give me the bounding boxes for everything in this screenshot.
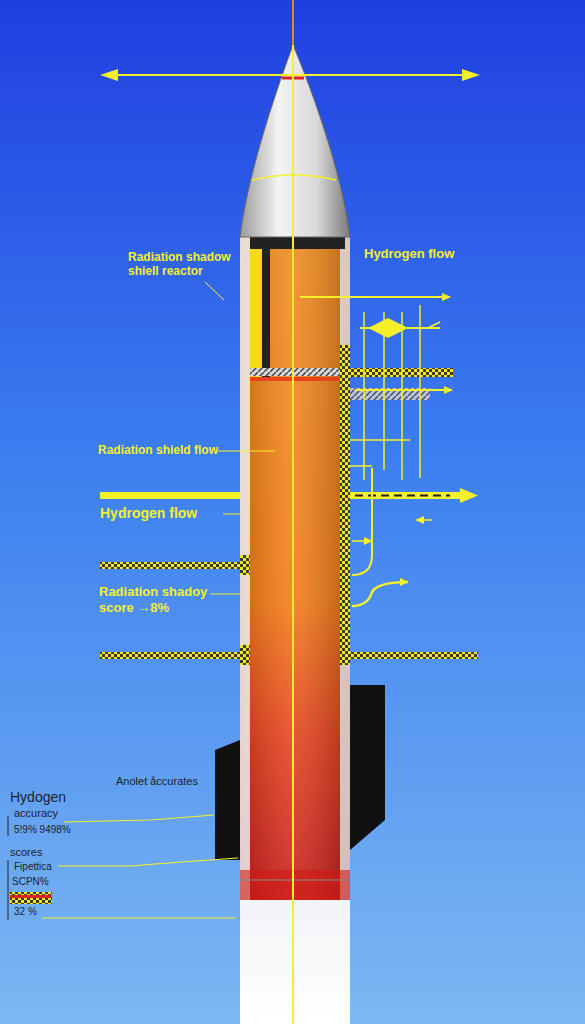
callout-label: 5!9% 9498%	[14, 824, 71, 836]
callout-label: Hydrogen flow	[100, 505, 197, 522]
callout-label: Radiation shadow shiell reactor	[128, 250, 236, 279]
callout-label: accuracy	[14, 807, 58, 820]
callout-label: Hydrogen flow	[364, 246, 454, 262]
callout-label: 32 %	[14, 906, 37, 918]
callout-label: Radiation shadoy score →8%	[99, 584, 209, 615]
callout-label: Fipettica	[14, 861, 52, 873]
callout-label: Radiation shield flow	[98, 443, 218, 457]
callout-label: Anolet åccurates	[116, 775, 198, 788]
callout-label: Hydogen	[10, 789, 66, 806]
callout-label: scores	[10, 846, 42, 859]
callout-label: SCPN%	[12, 876, 49, 888]
